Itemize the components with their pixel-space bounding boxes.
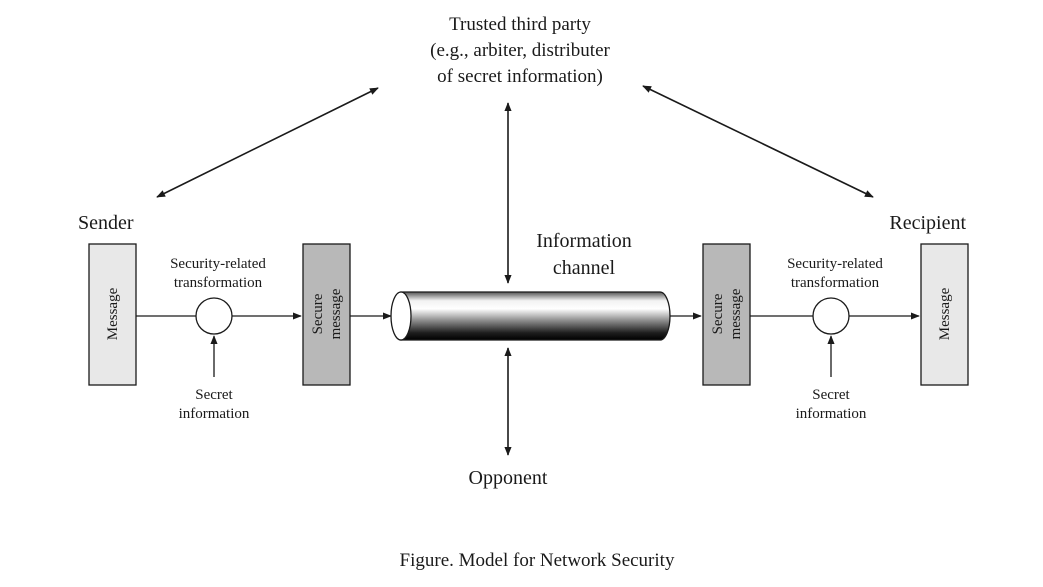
channel-label-line1: Information [536, 230, 632, 252]
sender-secure-message-box [302, 243, 351, 386]
recipient-secret-line2: information [796, 406, 867, 422]
recipient-transformation-line2: transformation [791, 275, 880, 291]
recipient-secure-line2: message [728, 288, 744, 339]
opponent-label: Opponent [469, 467, 548, 489]
recipient-transformation-circle [812, 297, 850, 335]
figure-caption: Figure. Model for Network Security [400, 550, 675, 571]
trusted-party-line1: Trusted third party [449, 14, 591, 35]
sender-secure-line1: Secure [310, 293, 326, 334]
trusted-party-line2: (e.g., arbiter, distributer [430, 40, 610, 61]
sender-secret-line2: information [179, 406, 250, 422]
trusted-party-line3: of secret information) [437, 66, 603, 87]
recipient-secure-line1: Secure [710, 293, 726, 334]
recipient-trusted-arrow [642, 85, 874, 198]
sender-trusted-arrow [156, 87, 379, 198]
recipient-secure-message-box [702, 243, 751, 386]
trusted-third-party: Trusted third party (e.g., arbiter, dist… [430, 14, 610, 87]
recipient-transformation-line1: Security-related [787, 256, 883, 272]
recipient-message-label: Message [937, 287, 953, 340]
sender-title: Sender [78, 212, 134, 234]
recipient-title: Recipient [889, 212, 966, 234]
sender-secure-line2: message [328, 288, 344, 339]
sender-transformation-circle [195, 297, 233, 335]
recipient-secret-line1: Secret [812, 387, 850, 403]
sender-transformation-line1: Security-related [170, 256, 266, 272]
sender-secret-line1: Secret [195, 387, 233, 403]
sender-message-label: Message [105, 287, 121, 340]
sender-message-box [88, 243, 137, 386]
channel-label-line2: channel [553, 257, 616, 279]
recipient-message-box [920, 243, 969, 386]
information-channel-cylinder [390, 291, 671, 341]
sender-transformation-line2: transformation [174, 275, 263, 291]
